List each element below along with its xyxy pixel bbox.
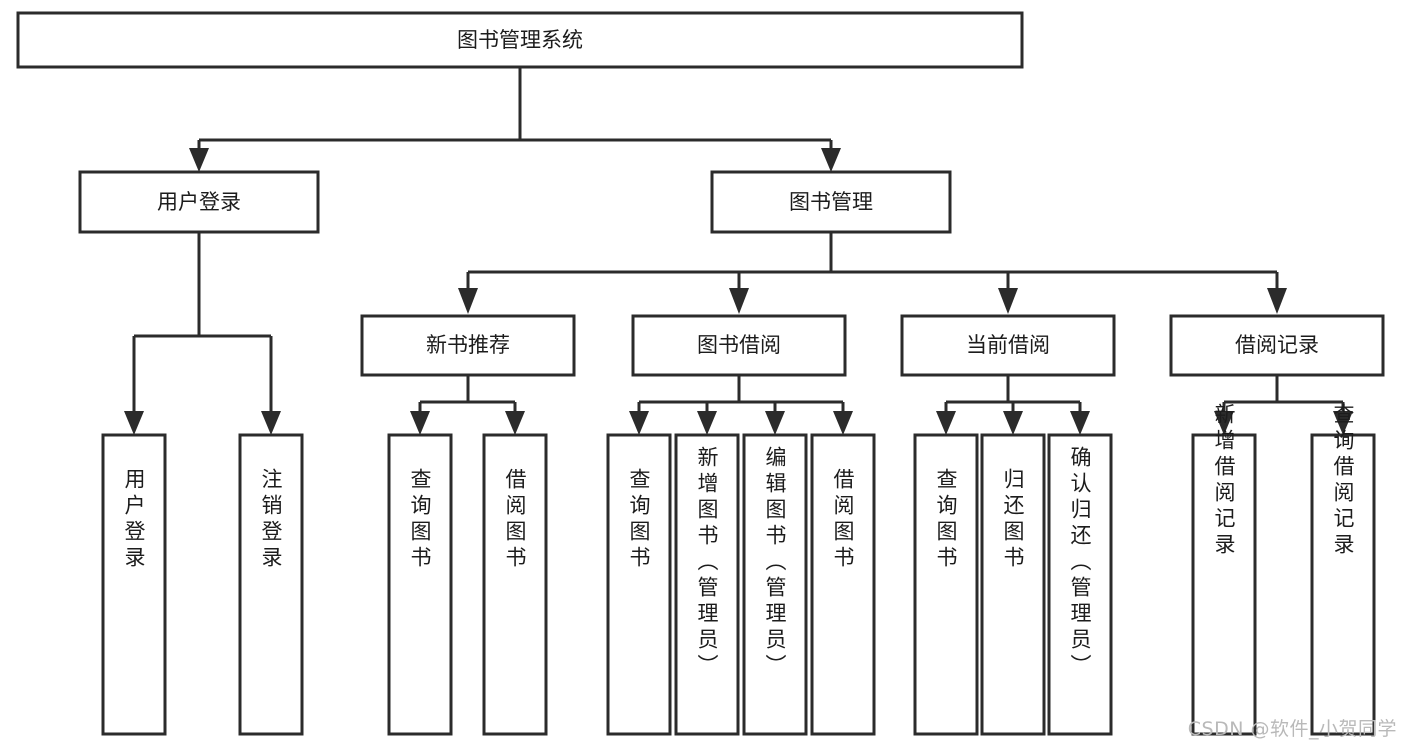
leaf-current-borrow-query[interactable]: 查询图书	[913, 433, 979, 736]
connector-layer	[124, 67, 1353, 435]
node-current-borrow-box[interactable]	[900, 314, 1116, 377]
leaf-user-login-signin-label: 用户登录	[122, 468, 146, 572]
node-new-book-recommend-label: 新书推荐	[426, 333, 510, 357]
leaf-user-login-signin-box[interactable]	[101, 433, 167, 736]
leaf-new-book-query-box[interactable]	[387, 433, 453, 736]
arrowhead-nb-borrow-book	[505, 411, 525, 435]
leaf-borrow-record-query[interactable]: 查询借阅记录	[1310, 403, 1376, 736]
leaf-current-borrow-confirm-box[interactable]	[1047, 433, 1113, 736]
node-current-borrow[interactable]: 当前借阅	[900, 314, 1116, 377]
leaf-borrow-record-query-box[interactable]	[1310, 433, 1376, 736]
node-root-system-label: 图书管理系统	[457, 28, 583, 52]
arrowhead-br-add-record	[1214, 411, 1234, 435]
leaf-book-borrow-query[interactable]: 查询图书	[606, 433, 672, 736]
arrowhead-leaf-user-login	[124, 411, 144, 435]
arrowhead-cb-return-book	[1003, 411, 1023, 435]
arrowhead-cb-query-book	[936, 411, 956, 435]
leaf-borrow-record-add-label: 新增借阅记录	[1212, 403, 1236, 559]
node-user-login-box[interactable]	[78, 170, 320, 234]
node-root-system[interactable]: 图书管理系统	[16, 11, 1024, 69]
leaf-current-borrow-confirm-label: 确认归还（管理员）	[1068, 446, 1092, 680]
arrowhead-new-book-recommend	[458, 288, 478, 314]
leaf-new-book-query[interactable]: 查询图书	[387, 433, 453, 736]
leaf-current-borrow-return-box[interactable]	[980, 433, 1046, 736]
leaf-book-borrow-add-box[interactable]	[674, 433, 740, 736]
node-new-book-recommend[interactable]: 新书推荐	[360, 314, 576, 377]
leaf-new-book-borrow-box[interactable]	[482, 433, 548, 736]
leaf-user-login-signin[interactable]: 用户登录	[101, 433, 167, 736]
node-book-borrow[interactable]: 图书借阅	[631, 314, 847, 377]
leaf-current-borrow-query-label: 查询图书	[934, 468, 958, 572]
leaf-borrow-record-add[interactable]: 新增借阅记录	[1191, 403, 1257, 736]
arrowhead-br-query-record	[1333, 411, 1353, 435]
node-current-borrow-label: 当前借阅	[966, 333, 1050, 357]
node-borrow-record-box[interactable]	[1169, 314, 1385, 377]
leaf-borrow-record-add-box[interactable]	[1191, 433, 1257, 736]
leaf-book-borrow-edit[interactable]: 编辑图书（管理员）	[742, 433, 808, 736]
node-root-system-box[interactable]	[16, 11, 1024, 69]
leaf-book-borrow-borrow-label: 借阅图书	[831, 468, 855, 572]
arrowhead-book-manage	[821, 148, 841, 172]
leaf-new-book-borrow-label: 借阅图书	[503, 468, 527, 572]
arrowhead-user-login	[189, 148, 209, 172]
leaf-user-login-logout-label: 注销登录	[259, 468, 283, 572]
leaf-book-borrow-borrow-box[interactable]	[810, 433, 876, 736]
leaf-book-borrow-add-label: 新增图书（管理员）	[695, 446, 719, 680]
leaf-user-login-logout[interactable]: 注销登录	[238, 433, 304, 736]
arrowhead-nb-query-book	[410, 411, 430, 435]
arrowhead-bb-edit-book	[765, 411, 785, 435]
leaf-book-borrow-edit-box[interactable]	[742, 433, 808, 736]
node-user-login-label: 用户登录	[157, 190, 241, 214]
leaf-new-book-borrow[interactable]: 借阅图书	[482, 433, 548, 736]
node-book-manage-box[interactable]	[710, 170, 952, 234]
node-new-book-recommend-box[interactable]	[360, 314, 576, 377]
arrowhead-book-borrow	[729, 288, 749, 314]
arrowhead-borrow-record	[1267, 288, 1287, 314]
leaf-book-borrow-query-label: 查询图书	[627, 468, 651, 572]
leaf-book-borrow-query-box[interactable]	[606, 433, 672, 736]
leaf-current-borrow-confirm[interactable]: 确认归还（管理员）	[1047, 433, 1113, 736]
arrowhead-bb-add-book	[697, 411, 717, 435]
node-book-borrow-label: 图书借阅	[697, 333, 781, 357]
arrowhead-cb-confirm-return	[1070, 411, 1090, 435]
leaf-new-book-query-label: 查询图书	[408, 468, 432, 572]
leaf-current-borrow-return[interactable]: 归还图书	[980, 433, 1046, 736]
arrowhead-bb-query-book	[629, 411, 649, 435]
arrowhead-leaf-logout	[261, 411, 281, 435]
leaf-user-login-logout-box[interactable]	[238, 433, 304, 736]
leaf-book-borrow-add[interactable]: 新增图书（管理员）	[674, 433, 740, 736]
arrowhead-bb-borrow-book	[833, 411, 853, 435]
node-borrow-record[interactable]: 借阅记录	[1169, 314, 1385, 377]
leaf-current-borrow-return-label: 归还图书	[1001, 468, 1025, 572]
leaf-current-borrow-query-box[interactable]	[913, 433, 979, 736]
leaf-borrow-record-query-label: 查询借阅记录	[1331, 403, 1355, 559]
leaf-book-borrow-borrow[interactable]: 借阅图书	[810, 433, 876, 736]
node-borrow-record-label: 借阅记录	[1235, 333, 1319, 357]
node-user-login[interactable]: 用户登录	[78, 170, 320, 234]
node-book-borrow-box[interactable]	[631, 314, 847, 377]
arrowhead-current-borrow	[998, 288, 1018, 314]
node-book-manage-label: 图书管理	[789, 190, 873, 214]
node-book-manage[interactable]: 图书管理	[710, 170, 952, 234]
leaf-book-borrow-edit-label: 编辑图书（管理员）	[763, 446, 787, 680]
